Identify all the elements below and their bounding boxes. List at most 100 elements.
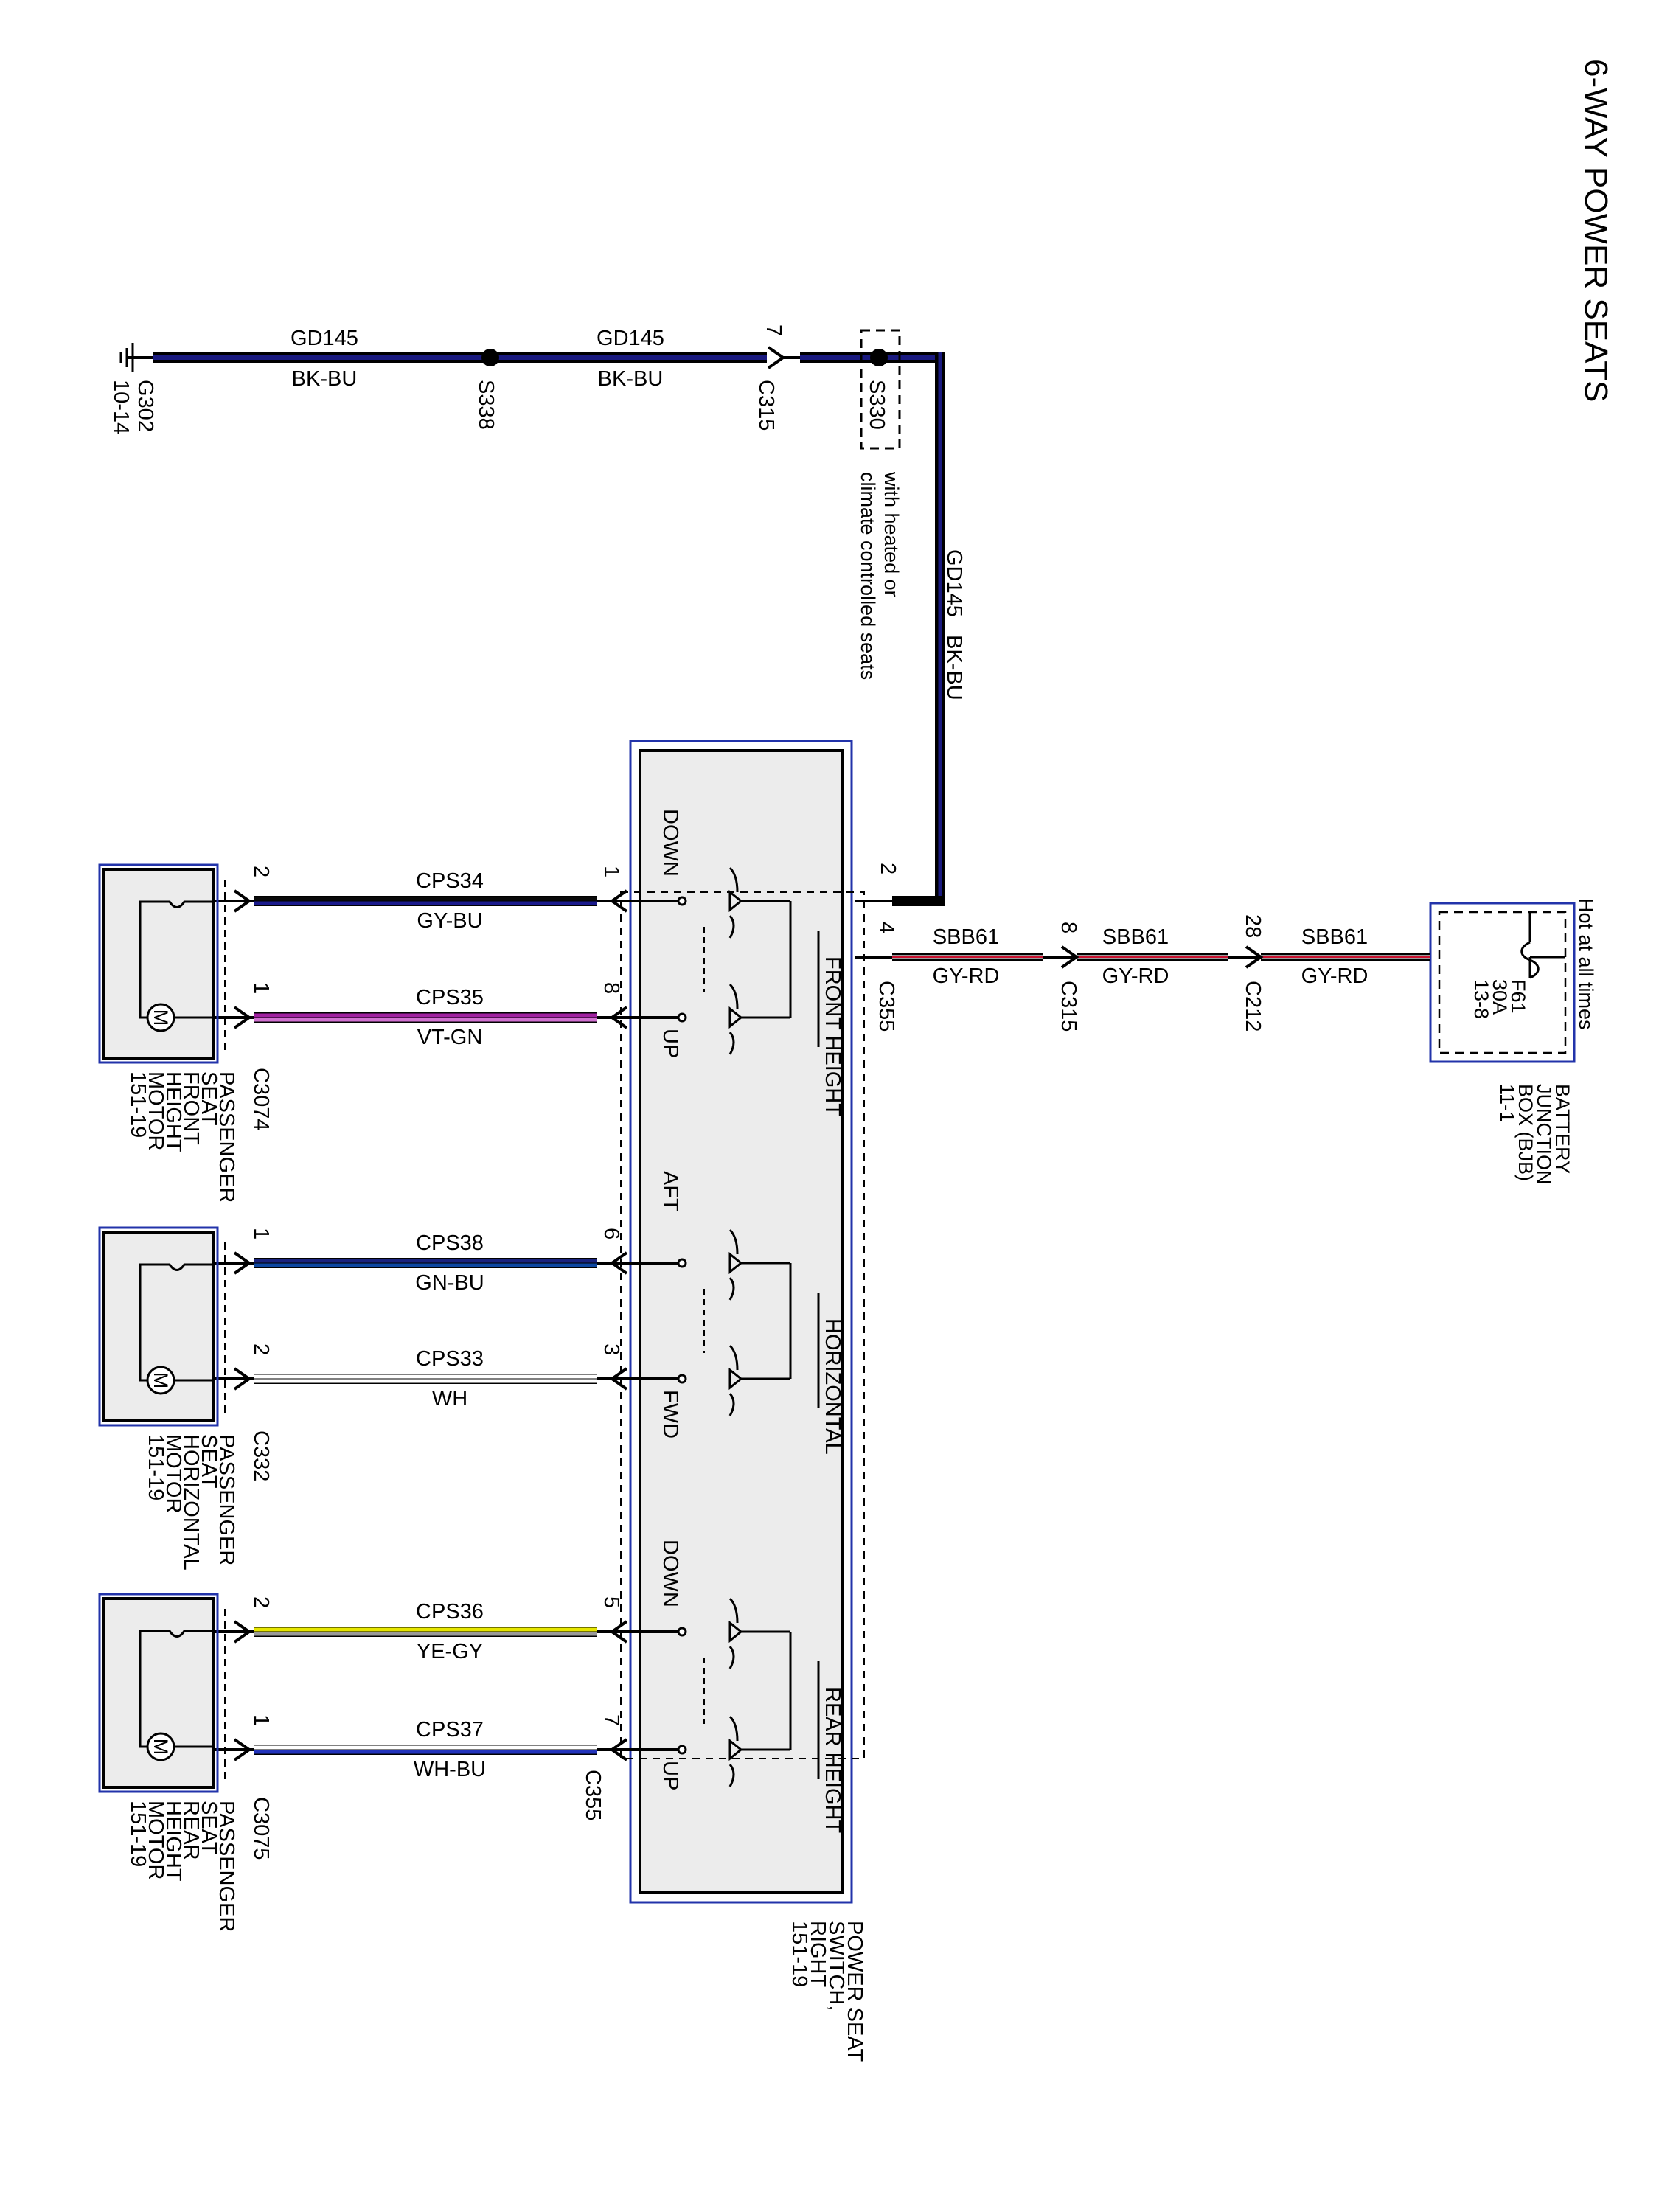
- motor-name-line: PASSENGER: [215, 1434, 238, 1565]
- splice-s330-dot: [870, 349, 888, 366]
- fuse-icon: [1520, 913, 1565, 979]
- bjb-box: [1429, 902, 1576, 1063]
- motor-pin-label: 2: [249, 866, 273, 877]
- c212-label: C212: [1241, 981, 1265, 1032]
- motor-outer-border: [98, 863, 219, 1064]
- bjb-name-line4: 11-1: [1496, 1084, 1518, 1122]
- contact-arrow: [728, 1367, 743, 1391]
- splice-s338-dot: [481, 349, 499, 366]
- section-title: REAR HEIGHT: [821, 1687, 844, 1833]
- splice-s338-label: S338: [474, 380, 498, 430]
- c355-power-label: C355: [874, 981, 898, 1032]
- switch-name-line4: 151-19: [787, 1921, 811, 1987]
- motor-name-line: 151-19: [144, 1434, 167, 1500]
- motor-name-line: PASSENGER: [215, 1071, 238, 1203]
- motor-name-line: MOTOR: [144, 1801, 167, 1879]
- section-title: HORIZONTAL: [821, 1318, 844, 1455]
- contact-dot: [677, 1258, 687, 1268]
- motor-name-line: REAR: [179, 1801, 203, 1860]
- motors: MC3074PASSENGERSEATFRONTHEIGHTMOTOR151-1…: [98, 863, 273, 1932]
- switch-ground-pin: 2: [876, 863, 900, 874]
- switch-blade-lower: [728, 1277, 735, 1301]
- switch-pin-label: 6: [599, 1228, 623, 1239]
- fuse-id: F61: [1507, 979, 1529, 1014]
- motor-pin-label: 2: [249, 1596, 273, 1608]
- c315-ground-pin: 7: [762, 324, 785, 336]
- wire-color-label: WH: [432, 1387, 467, 1411]
- ground-circuit: G302 10-14 GD145 BK-BU GD145 BK-BU S338 …: [109, 324, 966, 906]
- ground-page-label: 10-14: [109, 380, 133, 434]
- bjb-name-line3: BOX (BJB): [1514, 1084, 1537, 1181]
- motor-outer-border: [98, 1226, 219, 1427]
- section-dir1: DOWN: [658, 1540, 682, 1607]
- switch-blade: [728, 1715, 739, 1742]
- c315-power-pin: 8: [1057, 922, 1080, 933]
- motor-pin-label: 2: [249, 1343, 273, 1355]
- wire-color-label: YE-GY: [417, 1640, 483, 1663]
- fuse-rating: 30A: [1489, 979, 1511, 1015]
- switch-outer-dashed: [620, 891, 865, 1759]
- switch-blade-lower: [728, 1032, 735, 1055]
- wire-circuit-label: CPS33: [416, 1347, 484, 1371]
- wire-color-label: WH-BU: [414, 1758, 486, 1781]
- power-feed: Hot at all times F61 30A 13-8 BATTERY JU…: [874, 898, 1597, 1185]
- motor-pin-label: 1: [249, 1714, 273, 1726]
- connector-c315-ground: [767, 346, 800, 369]
- section-dir2: UP: [658, 1761, 682, 1790]
- feed-wire3-color: GY-RD: [933, 964, 1000, 988]
- motor-name-line: MOTOR: [144, 1071, 167, 1150]
- wire-mid-color: BK-BU: [598, 367, 664, 391]
- wire-color-label: VT-GN: [417, 1026, 483, 1049]
- switch-pin-label: 8: [599, 982, 623, 994]
- feed-wire3-circuit: SBB61: [933, 925, 999, 949]
- switch-blade: [728, 1597, 739, 1624]
- switch-blade: [728, 866, 739, 893]
- wire-color-label: GN-BU: [415, 1271, 484, 1295]
- page-title: 6-WAY POWER SEATS: [1578, 59, 1614, 402]
- switch-blade-lower: [728, 1646, 735, 1669]
- ground-symbol-icon: [119, 343, 153, 372]
- connector-c212: [1228, 945, 1264, 969]
- switch-body: [639, 749, 844, 1894]
- motor-name-line: SEAT: [197, 1801, 220, 1855]
- section-dir2: FWD: [658, 1390, 682, 1439]
- switch-name-line3: RIGHT: [806, 1921, 830, 1988]
- c315-ground-label: C315: [754, 380, 778, 431]
- hot-label: Hot at all times: [1575, 898, 1597, 1030]
- section-title: FRONT HEIGHT: [821, 956, 844, 1116]
- s330-option-box: [860, 329, 901, 450]
- switch-blade: [728, 983, 739, 1009]
- splice-s330-label: S330: [865, 380, 888, 430]
- motor-name-line: 151-19: [126, 1801, 150, 1867]
- motor-name-line: HEIGHT: [161, 1071, 185, 1152]
- wire-circuit-label: CPS37: [416, 1718, 484, 1742]
- motor-connector-label: C3075: [249, 1797, 273, 1860]
- wire-circuit-label: CPS38: [416, 1231, 484, 1255]
- motor-loop: [139, 900, 214, 1019]
- section-dir1: AFT: [658, 1171, 682, 1211]
- bjb-name-line2: JUNCTION: [1533, 1084, 1555, 1185]
- s330-note-line1: with heated or: [880, 471, 902, 597]
- motor-symbol: M: [150, 1739, 172, 1756]
- wire-left-circuit: GD145: [291, 327, 358, 350]
- motor-loop: [139, 1630, 214, 1748]
- motor-symbol: M: [150, 1372, 172, 1389]
- motor-name-line: 151-19: [126, 1071, 150, 1138]
- c315-power-label: C315: [1057, 981, 1080, 1032]
- wire-mid-circuit: GD145: [597, 327, 664, 350]
- c355-power-pin: 4: [874, 922, 898, 933]
- motor-loop: [139, 1263, 214, 1382]
- wire-circuit-label: CPS36: [416, 1600, 484, 1624]
- switch-outer-border: [629, 740, 853, 1904]
- wire-vertical-label: GD145 BK-BU: [942, 549, 966, 700]
- motor-name-line: SEAT: [197, 1071, 220, 1126]
- motor-name-line: SEAT: [197, 1434, 220, 1489]
- switch-name-line2: SWITCH,: [824, 1921, 848, 2011]
- feed-wire1-color: GY-RD: [1301, 964, 1368, 988]
